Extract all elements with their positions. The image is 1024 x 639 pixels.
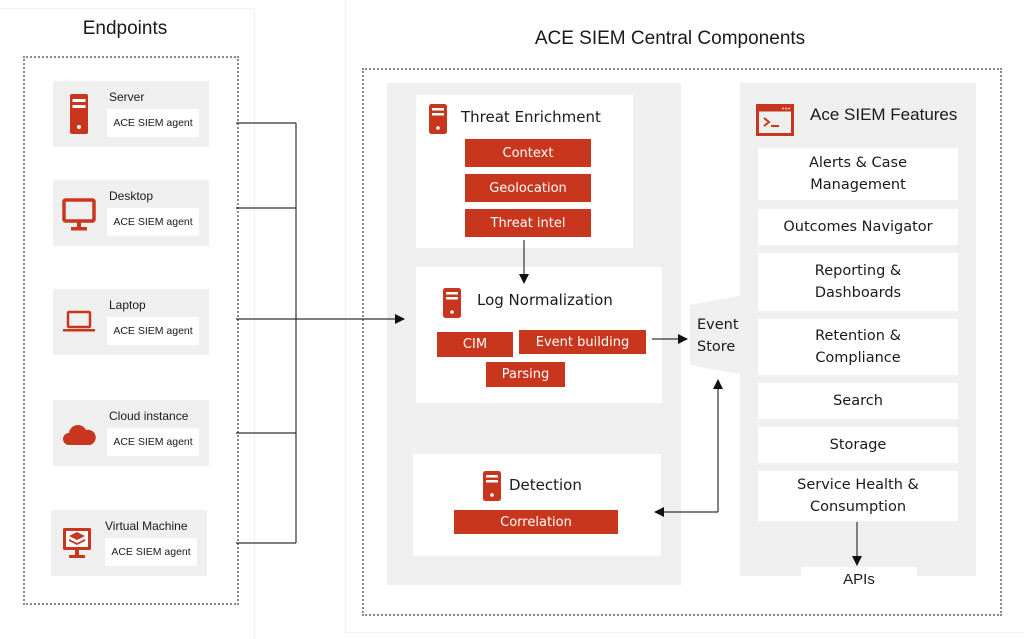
feature-outcomes-navigator: Outcomes Navigator <box>758 209 958 245</box>
endpoint-desktop: Desktop ACE SIEM agent <box>53 180 209 246</box>
agent-badge: ACE SIEM agent <box>107 208 199 236</box>
event-store-label: Event Store <box>697 314 739 358</box>
features-title: Ace SIEM Features <box>810 105 958 124</box>
detection-card <box>413 454 661 556</box>
terminal-icon <box>756 104 794 136</box>
event-store-line1: Event <box>697 317 739 333</box>
agent-badge: ACE SIEM agent <box>107 317 199 345</box>
feature-line1: Outcomes Navigator <box>783 219 933 235</box>
endpoint-laptop: Laptop ACE SIEM agent <box>53 289 209 355</box>
log-normalization-server-icon <box>443 288 461 318</box>
virtual-machine-icon <box>63 528 91 558</box>
endpoint-label: Server <box>109 90 145 104</box>
endpoint-virtual-machine: Virtual Machine ACE SIEM agent <box>51 510 207 576</box>
feature-line1: Reporting & <box>814 263 902 279</box>
tag-cim: CIM <box>437 332 513 357</box>
desktop-icon <box>62 198 96 231</box>
endpoint-label: Laptop <box>109 298 146 312</box>
feature-line2: Management <box>810 177 906 193</box>
feature-line2: Consumption <box>809 499 907 515</box>
agent-badge: ACE SIEM agent <box>107 428 199 456</box>
detection-server-icon <box>483 471 501 501</box>
feature-reporting-dashboards: Reporting & Dashboards <box>758 253 958 311</box>
feature-line1: Service Health & <box>797 477 919 493</box>
threat-enrichment-title: Threat Enrichment <box>461 108 601 126</box>
endpoint-label: Virtual Machine <box>105 519 188 533</box>
feature-line1: Retention & <box>815 328 901 344</box>
endpoint-label: Desktop <box>109 189 154 203</box>
threat-enrichment-server-icon <box>429 104 447 134</box>
feature-service-health-consumption: Service Health & Consumption <box>758 471 958 521</box>
feature-line1: Storage <box>829 437 887 453</box>
endpoint-label: Cloud instance <box>109 409 189 423</box>
agent-badge: ACE SIEM agent <box>105 538 197 566</box>
tag-correlation: Correlation <box>454 510 618 534</box>
endpoints-container <box>23 56 239 605</box>
feature-search: Search <box>758 383 958 419</box>
feature-retention-compliance: Retention & Compliance <box>758 319 958 375</box>
apis-box <box>801 567 917 593</box>
tag-parsing: Parsing <box>486 362 565 387</box>
log-normalization-title: Log Normalization <box>477 291 613 309</box>
tag-geolocation: Geolocation <box>465 174 591 202</box>
server-icon <box>70 94 88 134</box>
feature-line2: Dashboards <box>814 285 902 301</box>
endpoint-server: Server ACE SIEM agent <box>53 81 209 147</box>
feature-storage: Storage <box>758 427 958 463</box>
apis-label: APIs <box>843 571 875 588</box>
central-title: ACE SIEM Central Components <box>534 28 806 49</box>
feature-line1: Alerts & Case <box>808 155 908 171</box>
agent-badge: ACE SIEM agent <box>107 109 199 137</box>
central-container <box>362 68 1002 616</box>
tag-event-building: Event building <box>519 330 646 354</box>
detection-title: Detection <box>509 476 582 494</box>
laptop-icon <box>63 310 95 332</box>
endpoints-panel-frame <box>0 8 255 639</box>
feature-line2: Compliance <box>815 350 901 366</box>
tag-context: Context <box>465 139 591 167</box>
tag-threat-intel: Threat intel <box>465 209 591 237</box>
endpoints-title: Endpoints <box>82 18 168 39</box>
cloud-icon <box>63 425 96 445</box>
endpoint-cloud-instance: Cloud instance ACE SIEM agent <box>53 400 209 466</box>
central-panel-frame <box>345 0 1024 633</box>
feature-line1: Search <box>833 393 883 409</box>
event-store-shape <box>690 295 744 375</box>
event-store-line2: Store <box>697 339 736 355</box>
